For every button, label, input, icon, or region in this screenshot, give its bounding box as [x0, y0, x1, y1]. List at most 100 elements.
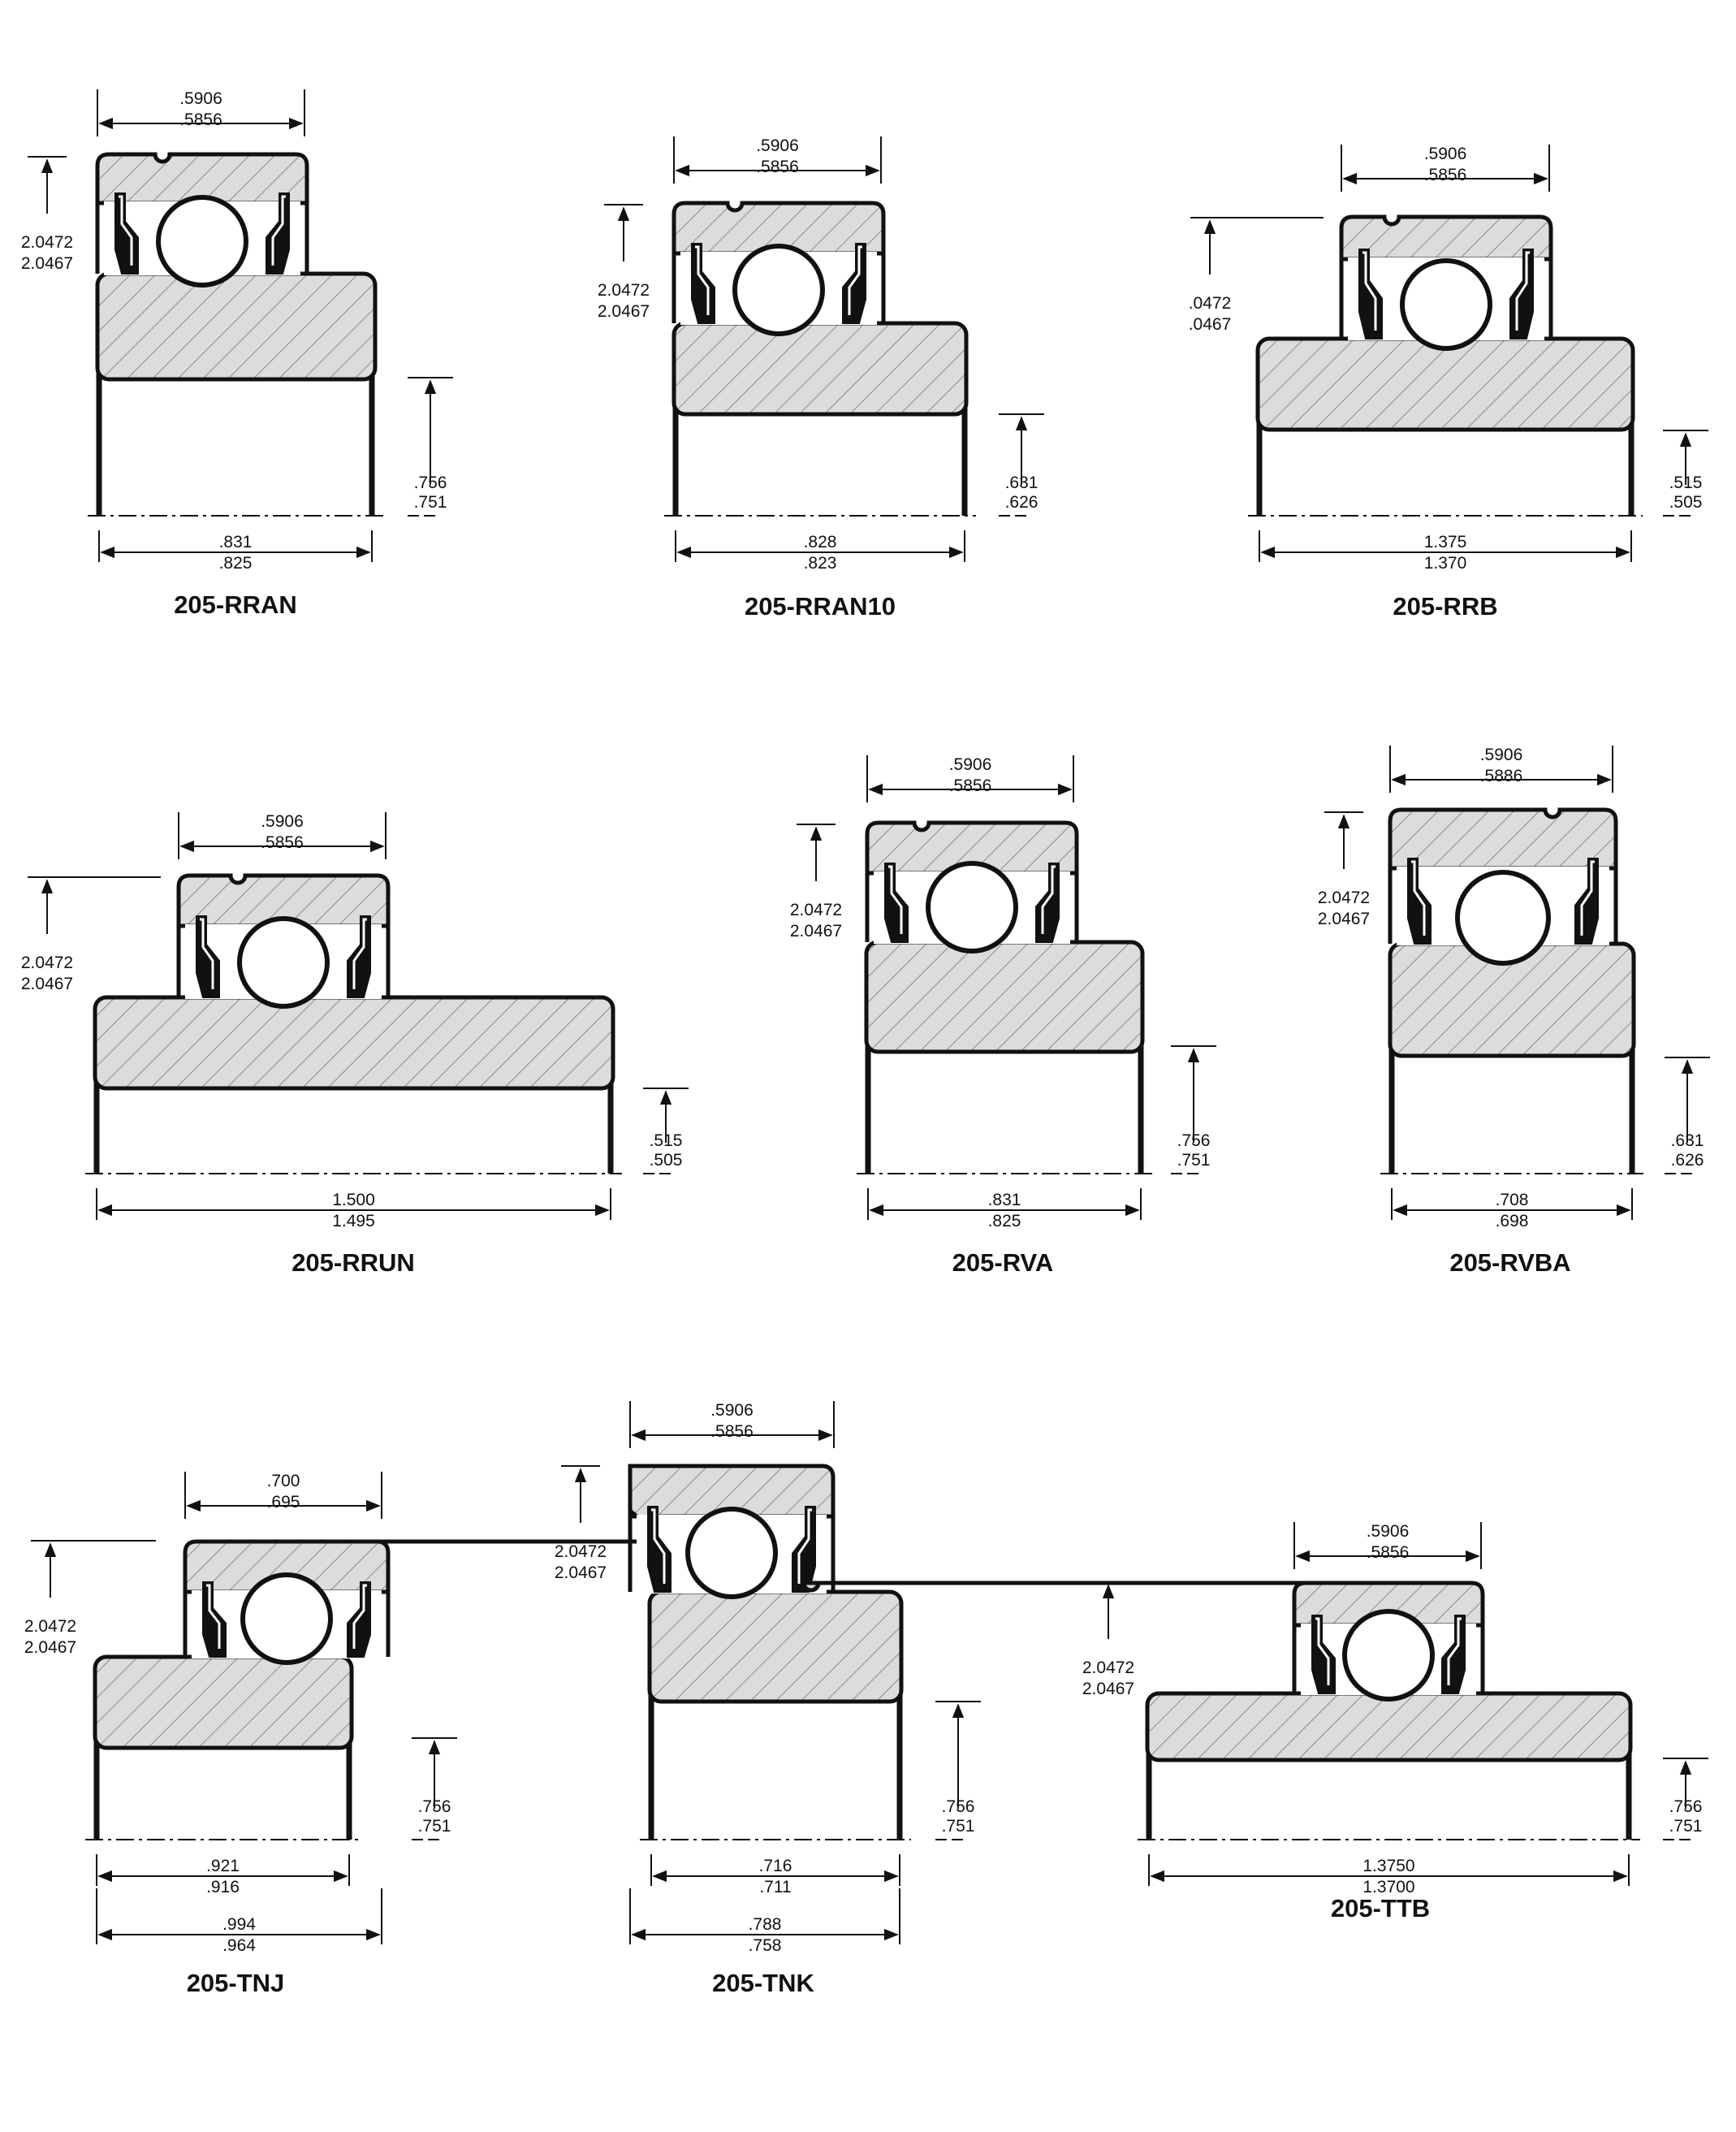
inner-max-label: 1.500: [332, 1191, 375, 1209]
bearing-designation: 205-RVA: [952, 1248, 1054, 1277]
seal-shield: [200, 918, 214, 989]
ball: [240, 1572, 333, 1665]
bearing-6: .700 .695 2.0472 2.0467 .756.751 .921 .916 .994…: [24, 1472, 821, 1997]
bearing-2: .5906.5856.0472.0467.515.5051.3751.37020…: [1189, 145, 1708, 621]
seal-shield: [352, 918, 367, 989]
ball: [156, 195, 248, 288]
bearing-1: .5906.58562.04722.0467.631.626.828.82320…: [598, 136, 1044, 621]
width-min-label: .5856: [756, 158, 799, 176]
bore-max-label: .515: [650, 1131, 683, 1150]
bore-max-label: .756: [942, 1797, 975, 1816]
width-max-label: .5906: [710, 1401, 754, 1420]
width-max-label: .700: [267, 1472, 300, 1490]
bore-min-label: .626: [1005, 493, 1039, 512]
seal-shield: [1515, 251, 1530, 331]
ball: [732, 244, 825, 336]
width-max-label: .5906: [179, 89, 222, 108]
width-max-label: .5906: [1480, 746, 1523, 764]
width-max-label: .5906: [949, 755, 992, 774]
ball: [926, 861, 1018, 954]
overall-min-label: .964: [222, 1936, 256, 1955]
height-min-label: .0467: [1189, 315, 1232, 334]
width-min-label: .5856: [1367, 1543, 1410, 1562]
overall-min-label: .758: [749, 1936, 782, 1955]
seal-shield: [695, 245, 710, 315]
inner-max-label: .921: [206, 1857, 240, 1875]
bearing-7: .5906.58562.04722.0467.756.751.716.711.7…: [555, 1401, 981, 1997]
inner-ring: [95, 271, 378, 382]
width-min-label: .5856: [710, 1422, 754, 1441]
inner-min-label: .823: [804, 554, 837, 573]
height-max-label: 2.0472: [598, 281, 650, 300]
bore-min-label: .751: [1177, 1151, 1211, 1170]
bore-max-label: .631: [1005, 474, 1039, 492]
bore-min-label: .505: [1669, 493, 1703, 512]
seal-shield: [1447, 1617, 1462, 1685]
outer-ring: [95, 152, 309, 205]
height-max-label: 2.0472: [24, 1617, 76, 1636]
width-min-label: .5886: [1480, 767, 1523, 785]
overall-max-label: .994: [222, 1915, 256, 1934]
seal-shield: [1580, 860, 1595, 936]
inner-min-label: .825: [988, 1212, 1021, 1230]
height-min-label: 2.0467: [790, 922, 842, 941]
ball: [237, 916, 330, 1009]
ball: [1400, 258, 1492, 351]
width-min-label: .5856: [261, 833, 304, 852]
bearing-8: .5906.58562.04722.0467.756.7511.37501.37…: [801, 1522, 1708, 1922]
bearing-designation: 205-RRAN10: [745, 592, 896, 621]
ball: [1342, 1609, 1435, 1702]
inner-max-label: .708: [1496, 1191, 1529, 1209]
outer-ring: [176, 873, 391, 928]
bore-max-label: .756: [418, 1797, 451, 1816]
inner-min-label: .825: [219, 554, 253, 573]
bore-max-label: .756: [1669, 1797, 1703, 1816]
seal-shield: [1411, 860, 1426, 936]
inner-ring: [93, 995, 615, 1091]
seal-shield: [1041, 865, 1056, 934]
seal-shield: [797, 1508, 812, 1584]
width-max-label: .5906: [1367, 1522, 1410, 1541]
bearing-designation: 205-TNJ: [187, 1969, 285, 1997]
height-max-label: 2.0472: [555, 1542, 607, 1561]
seal-shield: [651, 1508, 666, 1584]
height-min-label: 2.0467: [555, 1563, 607, 1582]
bearing-3: .5906.58562.04722.0467.515.5051.5001.495…: [21, 812, 689, 1277]
bore-max-label: .756: [414, 474, 447, 492]
outer-ring: [865, 820, 1079, 876]
height-max-label: 2.0472: [1318, 889, 1370, 907]
height-min-label: 2.0467: [1318, 910, 1370, 928]
seal-shield: [1362, 251, 1377, 331]
bore-min-label: .505: [650, 1151, 683, 1170]
height-max-label: 2.0472: [1082, 1658, 1134, 1677]
bearing-4: .5906.58562.04722.0467.756.751.831.82520…: [790, 755, 1216, 1277]
height-max-label: 2.0472: [790, 901, 842, 919]
inner-min-label: .711: [759, 1878, 791, 1896]
bearing-0: .5906.58562.04722.0467.756.751.831.82520…: [21, 89, 453, 619]
bore-min-label: .751: [418, 1817, 451, 1836]
bearing-5: .5906.58862.04722.0467.631.626.708.69820…: [1318, 746, 1710, 1277]
inner-max-label: .828: [804, 533, 837, 551]
bore-min-label: .626: [1671, 1151, 1704, 1170]
inner-max-label: .716: [759, 1857, 792, 1875]
width-min-label: .695: [267, 1493, 300, 1511]
height-min-label: 2.0467: [21, 254, 73, 273]
seal-shield: [888, 865, 903, 934]
bore-min-label: .751: [1669, 1817, 1703, 1836]
inner-ring: [1145, 1691, 1633, 1762]
outer-ring: [1388, 807, 1618, 871]
bearing-designation: 205-TNK: [712, 1969, 814, 1997]
outer-ring: [1339, 214, 1553, 262]
seal-shield: [1315, 1617, 1330, 1685]
height-min-label: 2.0467: [598, 302, 650, 321]
inner-ring: [647, 1589, 904, 1704]
seal-shield: [352, 1584, 367, 1649]
overall-max-label: .788: [749, 1915, 782, 1934]
bore-max-label: .756: [1177, 1131, 1211, 1150]
inner-ring: [672, 321, 969, 417]
height-max-label: .0472: [1189, 294, 1232, 313]
inner-ring: [1255, 336, 1635, 432]
inner-min-label: .916: [206, 1878, 240, 1896]
width-max-label: .5906: [1424, 145, 1467, 163]
seal-shield: [119, 195, 133, 266]
